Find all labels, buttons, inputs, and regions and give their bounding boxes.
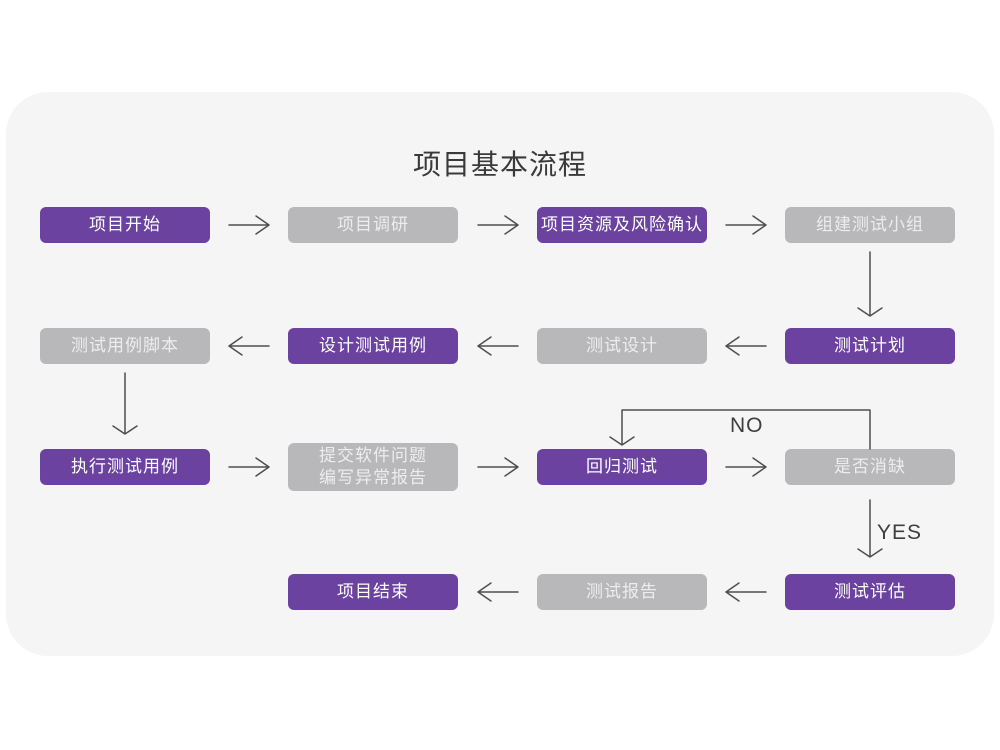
node-resources-risk-confirm: 项目资源及风险确认 xyxy=(537,207,707,243)
node-test-design: 测试设计 xyxy=(537,328,707,364)
node-project-start: 项目开始 xyxy=(40,207,210,243)
node-build-test-team: 组建测试小组 xyxy=(785,207,955,243)
node-submit-issue-report: 提交软件问题 编写异常报告 xyxy=(288,443,458,491)
node-project-research: 项目调研 xyxy=(288,207,458,243)
node-design-test-case: 设计测试用例 xyxy=(288,328,458,364)
node-test-plan: 测试计划 xyxy=(785,328,955,364)
node-test-case-script: 测试用例脚本 xyxy=(40,328,210,364)
flowchart-card xyxy=(6,92,994,656)
page-title: 项目基本流程 xyxy=(412,149,587,180)
edge-label-no: NO xyxy=(730,414,764,437)
edge-label-yes: YES xyxy=(877,521,923,544)
node-test-evaluation: 测试评估 xyxy=(785,574,955,610)
node-defect-cleared: 是否消缺 xyxy=(785,449,955,485)
node-execute-test-case: 执行测试用例 xyxy=(40,449,210,485)
node-test-report: 测试报告 xyxy=(537,574,707,610)
node-project-end: 项目结束 xyxy=(288,574,458,610)
node-regression-test: 回归测试 xyxy=(537,449,707,485)
